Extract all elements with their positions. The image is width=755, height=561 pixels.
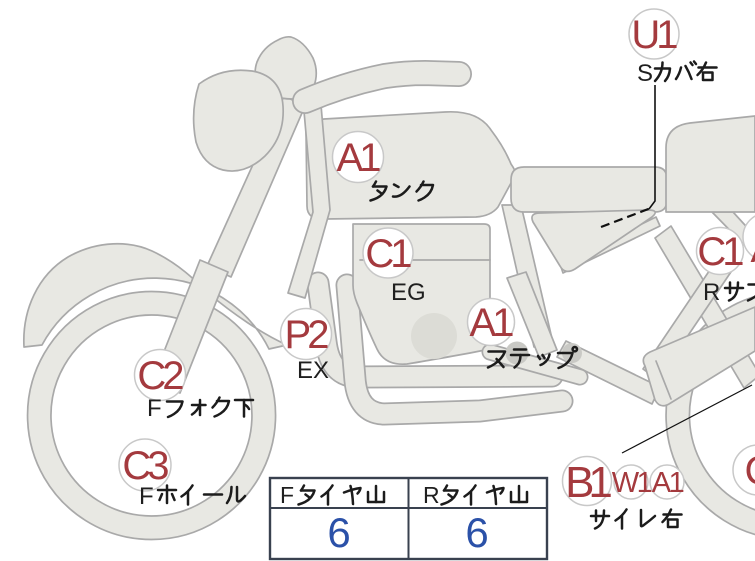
svg-text:W1: W1 bbox=[612, 467, 652, 499]
svg-text:B1: B1 bbox=[565, 458, 611, 507]
svg-text:C3: C3 bbox=[122, 444, 168, 488]
svg-text:F: F bbox=[147, 395, 162, 422]
svg-text:F: F bbox=[139, 483, 154, 510]
svg-text:R: R bbox=[703, 279, 720, 306]
svg-text:U1: U1 bbox=[631, 13, 677, 57]
svg-text:C: C bbox=[745, 449, 755, 493]
svg-text:C2: C2 bbox=[137, 354, 183, 398]
svg-text:EG: EG bbox=[391, 279, 426, 306]
svg-text:C1: C1 bbox=[365, 232, 411, 276]
svg-text:S: S bbox=[637, 60, 653, 87]
svg-text:C1: C1 bbox=[697, 230, 743, 274]
svg-text:R: R bbox=[423, 482, 440, 508]
svg-text:F: F bbox=[280, 482, 294, 508]
svg-text:A1: A1 bbox=[337, 136, 381, 180]
svg-text:6: 6 bbox=[465, 509, 488, 556]
svg-text:A1: A1 bbox=[751, 227, 755, 271]
svg-text:6: 6 bbox=[327, 509, 350, 556]
svg-text:EX: EX bbox=[297, 357, 329, 384]
svg-text:A1: A1 bbox=[470, 301, 514, 345]
svg-text:A1: A1 bbox=[652, 467, 684, 499]
svg-text:P2: P2 bbox=[285, 313, 329, 357]
